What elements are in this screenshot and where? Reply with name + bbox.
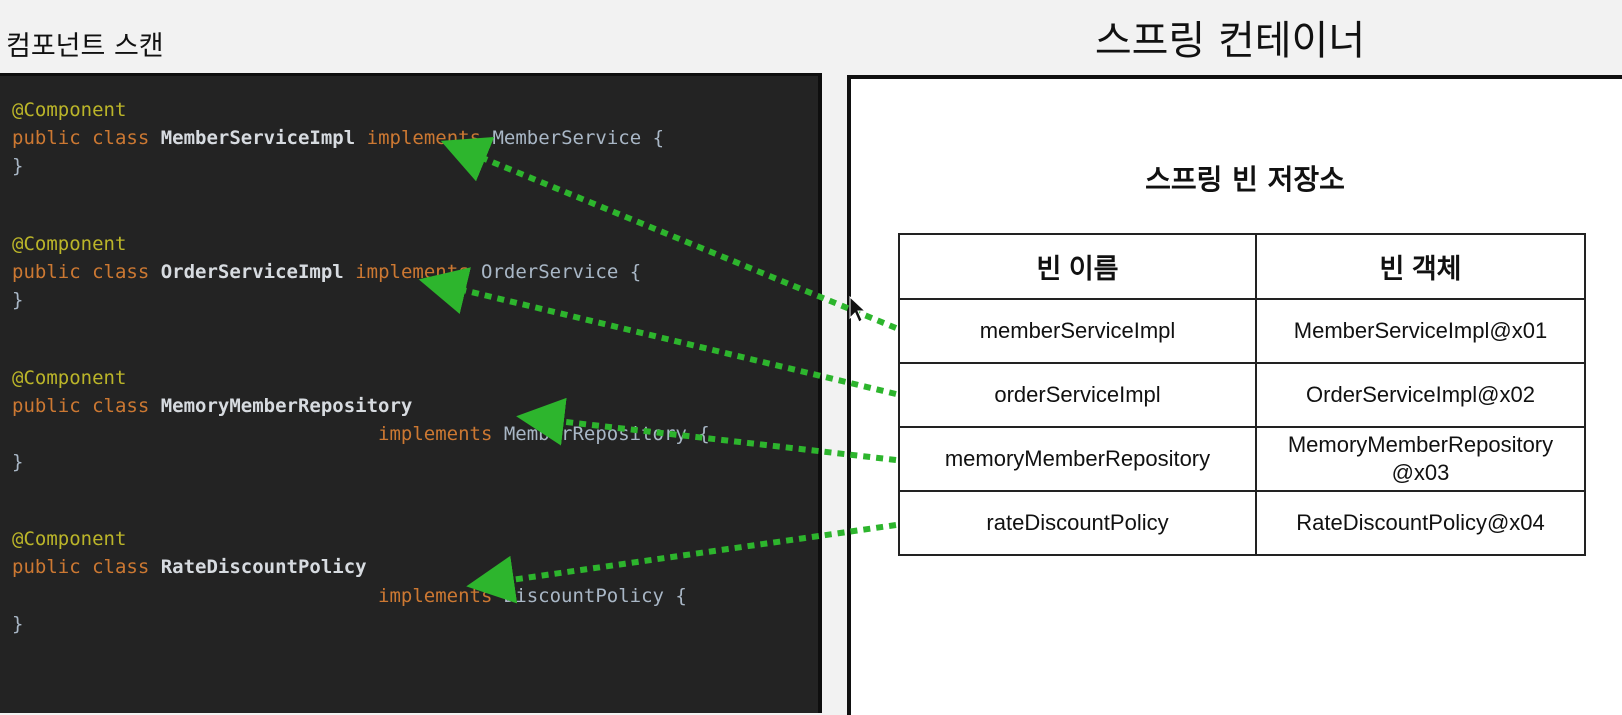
- annotation-text: @Component: [12, 233, 127, 255]
- class-name: MemoryMemberRepository: [160, 395, 413, 417]
- code-implements-4: implements DiscountPolicy {: [378, 585, 687, 607]
- bean-table: 빈 이름 빈 객체 memberServiceImpl MemberServic…: [898, 233, 1586, 556]
- code-close-1: }: [12, 155, 23, 177]
- bean-name-cell: memoryMemberRepository: [898, 426, 1257, 492]
- implements-keyword: implements: [343, 261, 482, 283]
- code-close-2: }: [12, 289, 23, 311]
- bean-object-cell: RateDiscountPolicy@x04: [1255, 490, 1586, 556]
- header-bean-name: 빈 이름: [898, 233, 1257, 300]
- code-close-4: }: [12, 613, 23, 635]
- component-scan-title: 컴포넌트 스캔: [6, 31, 164, 62]
- closing-brace: }: [12, 451, 24, 473]
- table-row: memberServiceImpl MemberServiceImpl@x01: [898, 298, 1586, 364]
- implements-keyword: implements: [378, 423, 504, 445]
- header-bean-object: 빈 객체: [1255, 233, 1586, 300]
- keyword-text: public class: [12, 556, 161, 578]
- closing-brace: }: [12, 155, 24, 177]
- bean-object-cell: MemoryMemberRepository @x03: [1255, 426, 1586, 492]
- code-annotation-4: @Component: [12, 528, 126, 550]
- table-row: memoryMemberRepository MemoryMemberRepos…: [898, 426, 1586, 492]
- implements-keyword: implements: [378, 585, 504, 607]
- code-class-decl-1: public class MemberServiceImpl implement…: [12, 127, 664, 149]
- spring-container-title: 스프링 컨테이너: [1094, 18, 1366, 64]
- bean-object-cell: OrderServiceImpl@x02: [1255, 362, 1586, 428]
- interface-name: DiscountPolicy {: [503, 585, 687, 607]
- table-header-row: 빈 이름 빈 객체: [898, 233, 1586, 300]
- bean-repository-title: 스프링 빈 저장소: [1145, 163, 1345, 196]
- bean-name-cell: memberServiceImpl: [898, 298, 1257, 364]
- code-close-3: }: [12, 451, 23, 473]
- table-row: orderServiceImpl OrderServiceImpl@x02: [898, 362, 1586, 428]
- code-annotation-2: @Component: [12, 233, 126, 255]
- keyword-text: public class: [12, 261, 161, 283]
- class-name: OrderServiceImpl: [160, 261, 344, 283]
- implements-keyword: implements: [355, 127, 493, 149]
- closing-brace: }: [12, 289, 24, 311]
- bean-name-cell: orderServiceImpl: [898, 362, 1257, 428]
- code-annotation-1: @Component: [12, 99, 126, 121]
- closing-brace: }: [12, 613, 24, 635]
- code-panel: [0, 73, 822, 713]
- bean-object-line2: @x03: [1391, 460, 1450, 485]
- code-class-decl-2: public class OrderServiceImpl implements…: [12, 261, 641, 283]
- code-implements-3: implements MemberRepository {: [378, 423, 710, 445]
- bean-name-cell: rateDiscountPolicy: [898, 490, 1257, 556]
- interface-name: OrderService {: [481, 261, 642, 283]
- class-name: RateDiscountPolicy: [160, 556, 367, 578]
- bean-object-cell: MemberServiceImpl@x01: [1255, 298, 1586, 364]
- table-row: rateDiscountPolicy RateDiscountPolicy@x0…: [898, 490, 1586, 556]
- code-class-decl-4: public class RateDiscountPolicy: [12, 556, 367, 578]
- class-name: MemberServiceImpl: [160, 127, 356, 149]
- annotation-text: @Component: [12, 99, 127, 121]
- bean-object-line1: MemoryMemberRepository: [1287, 432, 1554, 457]
- code-annotation-3: @Component: [12, 367, 126, 389]
- keyword-text: public class: [12, 127, 161, 149]
- code-class-decl-3: public class MemoryMemberRepository: [12, 395, 412, 417]
- annotation-text: @Component: [12, 367, 127, 389]
- keyword-text: public class: [12, 395, 161, 417]
- annotation-text: @Component: [12, 528, 127, 550]
- interface-name: MemberService {: [492, 127, 665, 149]
- interface-name: MemberRepository {: [503, 423, 710, 445]
